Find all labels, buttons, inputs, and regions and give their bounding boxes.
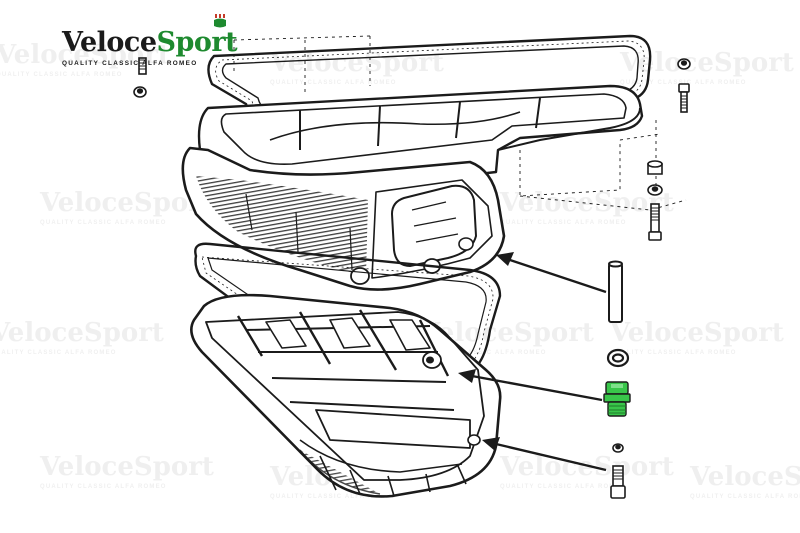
drain-plug-icon[interactable] <box>603 381 631 417</box>
lower-oil-sump <box>190 293 502 498</box>
nut-icon <box>612 443 624 453</box>
nut-icon <box>133 86 147 98</box>
brand-tagline: QUALITY CLASSIC ALFA ROMEO <box>62 60 198 67</box>
leader-arrows <box>458 252 607 472</box>
bolt-icon <box>648 203 662 241</box>
bolt-icon <box>678 83 690 113</box>
nut-icon <box>647 160 663 196</box>
brand-name: VeloceSport <box>62 27 238 58</box>
bolt-icon <box>610 465 626 499</box>
nut-icon <box>677 58 691 70</box>
brand-logo: VeloceSport QUALITY CLASSIC ALFA ROMEO <box>62 14 242 74</box>
bolt-icon <box>138 57 147 75</box>
assembly-guide-lines <box>233 35 687 211</box>
logo-icon <box>214 14 226 28</box>
washer-icon <box>606 348 630 368</box>
pin-icon <box>608 260 623 323</box>
upper-oil-sump <box>181 84 644 291</box>
